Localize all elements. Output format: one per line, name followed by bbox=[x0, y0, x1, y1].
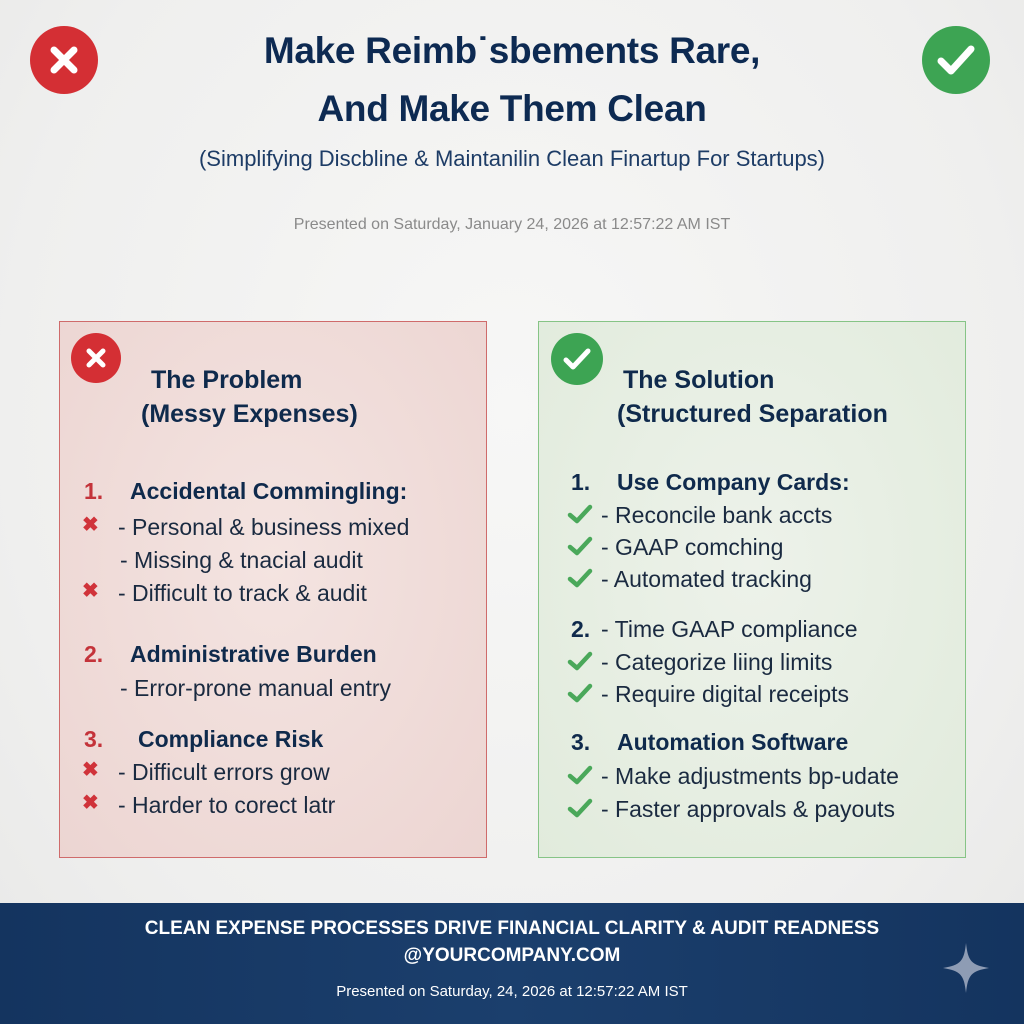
problem-subtitle: (Messy Expenses) bbox=[141, 400, 358, 428]
problem-title: The Problem bbox=[151, 366, 303, 394]
list-item: - Time GAAP compliance bbox=[601, 616, 858, 642]
list-item: - Require digital receipts bbox=[601, 681, 850, 707]
check-mark-icon bbox=[567, 797, 593, 824]
title-line-2: And Make Them Clean bbox=[317, 88, 707, 129]
presented-date: Presented on Saturday, January 24, 2026 … bbox=[293, 216, 731, 233]
list-number: 3. bbox=[571, 729, 591, 755]
x-mark-icon: ✖ bbox=[82, 580, 99, 602]
list-item: - Make adjustments bp-udate bbox=[601, 763, 899, 789]
list-item: - Automated tracking bbox=[601, 566, 812, 592]
solution-panel: The Solution (Structured Separation 1. Us… bbox=[538, 321, 966, 858]
x-mark-icon: ✖ bbox=[82, 514, 99, 536]
list-number: 1. bbox=[571, 469, 591, 495]
x-mark-icon: ✖ bbox=[82, 792, 99, 814]
footer-email[interactable]: @YOURCOMPANY.COM bbox=[403, 945, 621, 966]
check-mark-icon bbox=[567, 682, 593, 709]
section-heading: Administrative Burden bbox=[130, 641, 377, 667]
check-mark-icon bbox=[567, 503, 593, 530]
list-item: - Faster approvals & payouts bbox=[601, 796, 896, 822]
check-circle-icon bbox=[922, 26, 990, 94]
list-item: - Reconcile bank accts bbox=[601, 502, 833, 528]
section-heading: Automation Software bbox=[617, 729, 849, 755]
section-heading: Use Company Cards: bbox=[617, 469, 850, 495]
list-number: 1. bbox=[84, 478, 104, 504]
list-item: - Categorize liing limits bbox=[601, 649, 833, 675]
list-item: - Harder to corect latr bbox=[118, 792, 336, 818]
problem-panel: The Problem (Messy Expenses) 1. Accidenta… bbox=[59, 321, 487, 858]
list-number: 2. bbox=[571, 616, 591, 642]
solution-title: The Solution bbox=[623, 366, 775, 394]
footer-date: Presented on Saturday, 24, 2026 at 12:57… bbox=[336, 983, 688, 1000]
list-number: 2. bbox=[84, 641, 104, 667]
section-heading: Compliance Risk bbox=[138, 726, 324, 752]
list-item: - Error-prone manual entry bbox=[120, 675, 391, 701]
check-mark-icon bbox=[567, 535, 593, 562]
subtitle: (Simplifying Discbline & Maintanilin Cle… bbox=[198, 146, 826, 171]
section-heading: Accidental Commingling: bbox=[130, 478, 408, 504]
list-item: - Difficult to track & audit bbox=[118, 580, 367, 606]
check-circle-icon bbox=[551, 333, 603, 385]
solution-subtitle: (Structured Separation bbox=[617, 400, 888, 428]
list-number: 3. bbox=[84, 726, 104, 752]
sparkle-icon bbox=[943, 943, 989, 993]
check-mark-icon bbox=[567, 650, 593, 677]
list-item: - Difficult errors grow bbox=[118, 759, 330, 785]
check-mark-icon bbox=[567, 764, 593, 791]
title-line-1: Make Reimb˙sbements Rare, bbox=[263, 30, 761, 71]
x-circle-icon bbox=[71, 333, 121, 383]
x-circle-icon bbox=[30, 26, 98, 94]
list-item: - Personal & business mixed bbox=[118, 514, 410, 540]
list-item: - GAAP comching bbox=[601, 534, 784, 560]
x-mark-icon: ✖ bbox=[82, 759, 99, 781]
footer-banner: CLEAN EXPENSE PROCESSES DRIVE FINANCIAL … bbox=[0, 903, 1024, 1024]
check-mark-icon bbox=[567, 567, 593, 594]
list-item: - Missing & tnacial audit bbox=[120, 547, 363, 573]
footer-tagline: CLEAN EXPENSE PROCESSES DRIVE FINANCIAL … bbox=[144, 918, 880, 939]
